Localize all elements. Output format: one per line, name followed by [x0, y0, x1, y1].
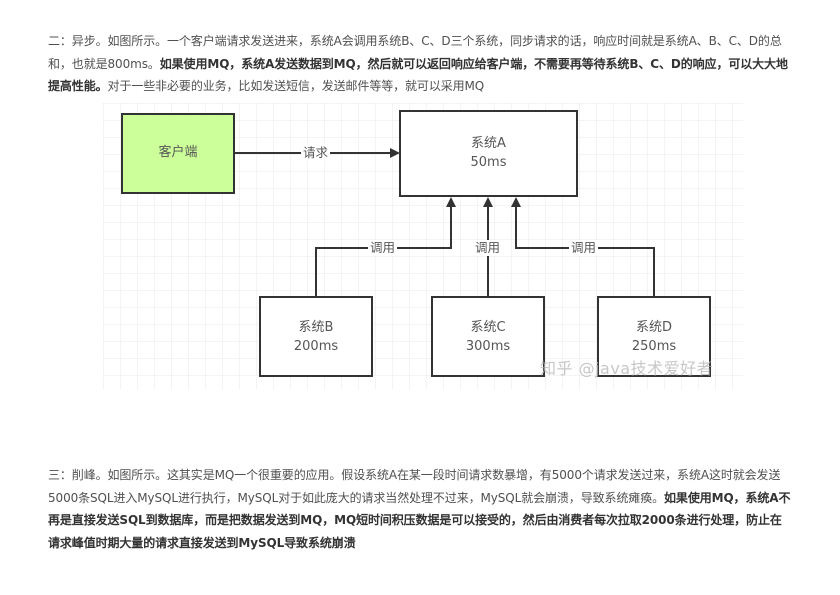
system-d-name: 系统D — [635, 320, 672, 335]
async-text-bold: 如果使用MQ，系统A发送数据到MQ，然后就可以返回响应给客户端，不需要再等待系统… — [48, 56, 788, 94]
system-b-latency: 200ms — [293, 339, 339, 354]
system-b-box — [259, 296, 373, 377]
async-text-intro: 二：异步。如图所示。一个客户端请求发送进来，系统A会调用系统B、C、D三个系统，… — [48, 34, 782, 71]
watermark: 知乎 @java技术爱好者 — [540, 359, 714, 378]
async-text-outro: 对于一些非必要的业务，比如发送短信，发送邮件等等，就可以采用MQ — [107, 79, 485, 93]
system-a-label: 系统A 50ms — [400, 134, 577, 172]
call-edge-label-d: 调用 — [569, 240, 599, 256]
system-a-latency: 50ms — [470, 155, 507, 170]
peak-text-bold: 如果使用MQ，系统A不再是直接发送SQL到数据库，而是把数据发送到MQ，MQ短时… — [48, 490, 791, 550]
client-label: 客户端 — [158, 145, 198, 160]
system-b-label: 系统B 200ms — [260, 318, 372, 356]
diagram-canvas — [103, 103, 743, 390]
system-a-name: 系统A — [471, 136, 506, 151]
system-c-label: 系统C 300ms — [432, 318, 544, 356]
paragraph-async: 二：异步。如图所示。一个客户端请求发送进来，系统A会调用系统B、C、D三个系统，… — [48, 30, 793, 98]
call-edge-label-b: 调用 — [368, 240, 398, 256]
peak-text-intro: 三：削峰。如图所示。这其实是MQ一个很重要的应用。假设系统A在某一段时间请求数暴… — [48, 468, 781, 505]
system-a-box — [399, 110, 578, 197]
paragraph-peak-shaving: 三：削峰。如图所示。这其实是MQ一个很重要的应用。假设系统A在某一段时间请求数暴… — [48, 464, 793, 554]
system-d-box — [597, 296, 711, 377]
system-c-latency: 300ms — [465, 339, 511, 354]
call-edge-label-c: 调用 — [473, 240, 503, 256]
async-architecture-diagram: 客户端 请求 系统A 50ms 调用 调用 调用 系统B 200ms 系统C 3… — [103, 103, 743, 393]
system-d-latency: 250ms — [631, 339, 677, 354]
system-c-box — [431, 296, 545, 377]
client-box — [121, 113, 235, 194]
system-d-label: 系统D 250ms — [598, 318, 710, 356]
request-edge-label: 请求 — [301, 145, 331, 161]
system-c-name: 系统C — [470, 320, 506, 335]
system-b-name: 系统B — [298, 320, 334, 335]
